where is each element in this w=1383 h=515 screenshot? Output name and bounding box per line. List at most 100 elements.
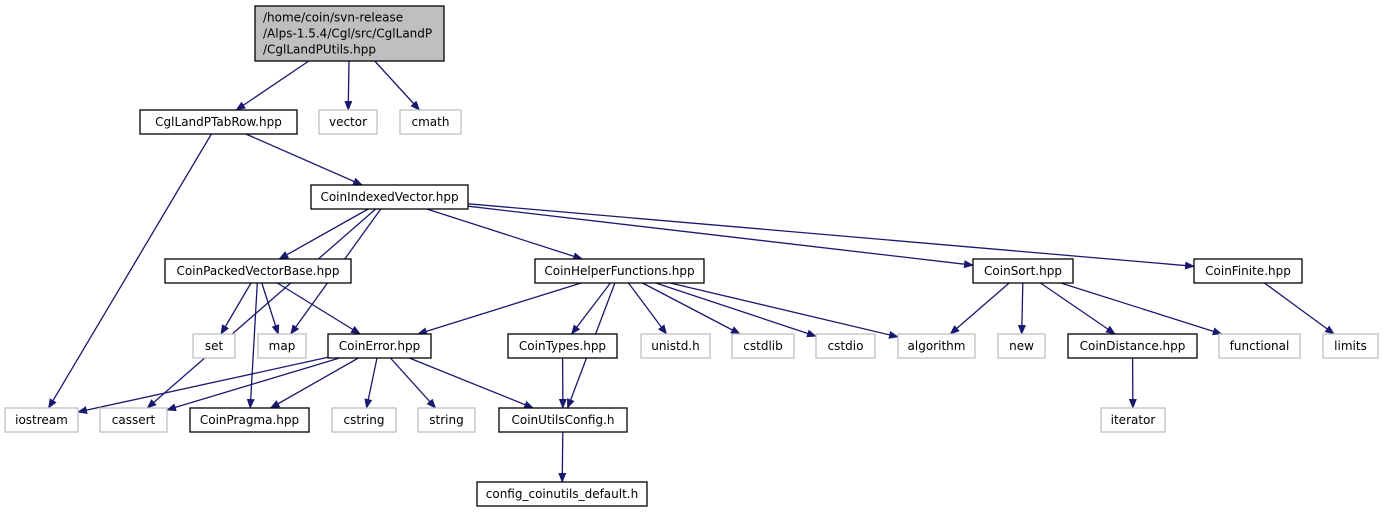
node-box-coinsort (972, 258, 1074, 284)
edge-coinsort-to-algorithm (949, 282, 1010, 335)
edge-coinpackedvectorbase-to-map (261, 282, 280, 335)
node-config_coinutils_default[interactable]: config_coinutils_default.h (476, 481, 648, 507)
node-box-root (254, 5, 445, 62)
node-label-coinutilsconfig: CoinUtilsConfig.h (512, 413, 615, 427)
node-label-root: /home/coin/svn-release (263, 11, 403, 25)
node-box-new (997, 333, 1046, 359)
edge-cgllandptabrow-to-iostream (48, 133, 212, 409)
node-box-limits (1322, 333, 1379, 359)
edge-coinhelperfunctions-to-cstdlib (642, 282, 741, 335)
node-new: new (997, 333, 1046, 359)
node-label-coinhelperfunctions: CoinHelperFunctions.hpp (544, 264, 694, 278)
node-cmath: cmath (399, 109, 462, 135)
edge-coinhelperfunctions-to-unistd (627, 282, 668, 335)
node-cstring: cstring (331, 407, 397, 433)
edge-root-to-cmath (374, 60, 421, 111)
edge-cgllandptabrow-to-coinindexedvector (245, 133, 364, 186)
edge-coinhelperfunctions-to-coinerror (416, 282, 582, 336)
node-label-set: set (205, 339, 224, 353)
edge-coinindexedvector-to-coinpackedvectorbase (278, 208, 369, 260)
node-limits: limits (1322, 333, 1379, 359)
node-label-cassert: cassert (112, 413, 156, 427)
node-functional: functional (1218, 333, 1301, 359)
node-box-coinpackedvectorbase (164, 258, 352, 284)
edge-coinpackedvectorbase-to-coinpragma (246, 282, 258, 409)
nodes-layer: /home/coin/svn-release/Alps-1.5.4/Cgl/sr… (4, 5, 1379, 507)
node-box-string (417, 407, 476, 433)
node-coindistance[interactable]: CoinDistance.hpp (1067, 333, 1198, 359)
node-algorithm: algorithm (897, 333, 976, 359)
node-label-unistd: unistd.h (651, 339, 700, 353)
node-label-cmath: cmath (412, 115, 450, 129)
node-box-set (192, 333, 236, 359)
node-box-cstdlib (731, 333, 795, 359)
node-box-cgllandptabrow (139, 109, 298, 135)
node-box-coinpragma (189, 407, 310, 433)
node-label-vector: vector (329, 115, 367, 129)
edge-coinsort-to-functional (1060, 282, 1223, 336)
node-label-cstdlib: cstdlib (743, 339, 782, 353)
node-label-coinsort: CoinSort.hpp (984, 264, 1062, 278)
node-box-cstring (331, 407, 397, 433)
node-label-cstdio: cstdio (828, 339, 864, 353)
node-box-algorithm (897, 333, 976, 359)
node-box-cointypes (507, 333, 618, 359)
edge-coinerror-to-cassert (166, 357, 340, 412)
edge-coinindexedvector-to-coinsort (467, 205, 974, 269)
node-coinindexedvector[interactable]: CoinIndexedVector.hpp (310, 184, 469, 210)
node-vector: vector (318, 109, 378, 135)
node-label-coindistance: CoinDistance.hpp (1080, 339, 1186, 353)
node-label-coinerror: CoinError.hpp (339, 339, 420, 353)
node-label-cointypes: CoinTypes.hpp (519, 339, 606, 353)
node-unistd: unistd.h (640, 333, 711, 359)
node-set: set (192, 333, 236, 359)
node-label-iterator: iterator (1111, 413, 1156, 427)
edge-coinerror-to-coinpragma (269, 357, 359, 409)
node-label-functional: functional (1230, 339, 1290, 353)
node-coinpackedvectorbase[interactable]: CoinPackedVectorBase.hpp (164, 258, 352, 284)
node-coinutilsconfig[interactable]: CoinUtilsConfig.h (498, 407, 628, 433)
edge-coinfinite-to-limits (1264, 282, 1335, 335)
node-box-cmath (399, 109, 462, 135)
node-box-cstdio (815, 333, 876, 359)
node-coinpragma[interactable]: CoinPragma.hpp (189, 407, 310, 433)
node-label-root: /CglLandPUtils.hpp (263, 43, 376, 57)
node-coinerror[interactable]: CoinError.hpp (327, 333, 432, 359)
node-box-coinindexedvector (310, 184, 469, 210)
node-box-coinhelperfunctions (534, 258, 705, 284)
node-label-string: string (429, 413, 463, 427)
node-cstdlib: cstdlib (731, 333, 795, 359)
node-label-coinfinite: CoinFinite.hpp (1205, 264, 1291, 278)
node-label-config_coinutils_default: config_coinutils_default.h (486, 487, 638, 501)
edge-coinsort-to-coindistance (1040, 282, 1116, 335)
edge-coinsort-to-new (1017, 282, 1026, 335)
node-cgllandptabrow[interactable]: CglLandPTabRow.hpp (139, 109, 298, 135)
node-coinfinite[interactable]: CoinFinite.hpp (1193, 258, 1303, 284)
node-cointypes[interactable]: CoinTypes.hpp (507, 333, 618, 359)
node-box-iostream (4, 407, 79, 433)
edge-coinindexedvector-to-coinfinite (467, 203, 1195, 270)
node-root[interactable]: /home/coin/svn-release/Alps-1.5.4/Cgl/sr… (254, 5, 445, 62)
node-label-new: new (1009, 339, 1034, 353)
edge-coinhelperfunctions-to-algorithm (670, 282, 899, 339)
edge-coinindexedvector-to-cassert (146, 208, 377, 409)
node-box-map (257, 333, 307, 359)
node-box-coinfinite (1193, 258, 1303, 284)
node-coinsort[interactable]: CoinSort.hpp (972, 258, 1074, 284)
node-coinhelperfunctions[interactable]: CoinHelperFunctions.hpp (534, 258, 705, 284)
node-iterator: iterator (1100, 407, 1166, 433)
node-label-map: map (269, 339, 296, 353)
edge-root-to-cgllandptabrow (235, 60, 310, 111)
edge-coinpackedvectorbase-to-coinerror (277, 282, 361, 335)
node-iostream: iostream (4, 407, 79, 433)
edges-layer (48, 60, 1335, 483)
node-box-functional (1218, 333, 1301, 359)
node-label-cgllandptabrow: CglLandPTabRow.hpp (155, 115, 282, 129)
edge-coinhelperfunctions-to-cstdio (655, 282, 817, 338)
node-box-coindistance (1067, 333, 1198, 359)
node-box-coinutilsconfig (498, 407, 628, 433)
edge-coinpackedvectorbase-to-set (220, 282, 252, 335)
node-cassert: cassert (99, 407, 168, 433)
node-box-iterator (1100, 407, 1166, 433)
